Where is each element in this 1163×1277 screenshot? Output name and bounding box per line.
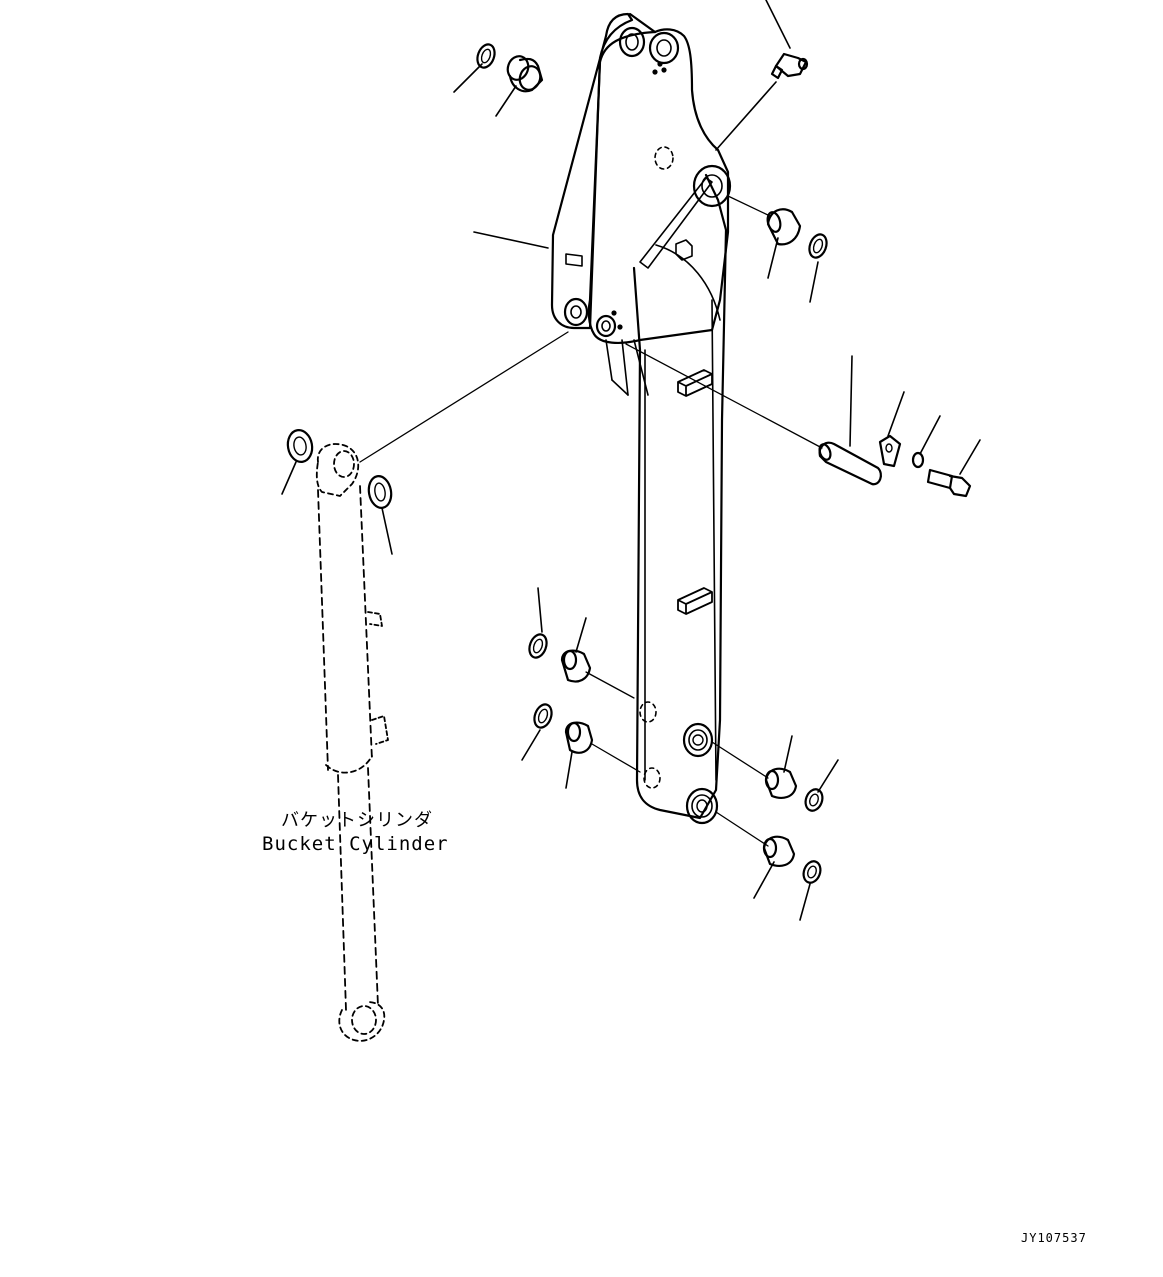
drawing-id: JY107537 — [1021, 1231, 1087, 1245]
arm-front-plate — [587, 28, 730, 345]
cylinder-rod-eye — [338, 1001, 386, 1042]
cylinder-head-eye — [315, 443, 360, 497]
lock-plate-icon — [878, 434, 902, 468]
bushing-icon — [766, 208, 802, 246]
arm-cylinder-boss-front — [595, 314, 617, 338]
arm-rear-plate — [550, 12, 634, 330]
arm-top-boss-front — [648, 31, 680, 65]
shim-ring-icon — [528, 633, 548, 659]
shim-ring-icon — [804, 788, 824, 812]
arm-body — [632, 173, 728, 820]
bushing-icon — [560, 649, 592, 683]
leader-lines — [281, 0, 981, 921]
washer-icon — [911, 451, 925, 469]
cylinder-rod — [337, 767, 379, 1011]
shim-ring-icon — [808, 233, 828, 259]
bucket-cylinder-label-jp: バケットシリンダ — [281, 810, 433, 831]
bolt-icon — [926, 468, 972, 498]
arm-bucket-link-boss — [682, 722, 714, 758]
shim-ring-icon — [367, 475, 393, 509]
shim-ring-icon — [533, 703, 553, 729]
shim-ring-icon — [802, 860, 822, 884]
arm-top-boss-rear — [618, 26, 646, 58]
arm-stopper-lower — [677, 587, 713, 615]
bushing-icon — [564, 721, 594, 754]
bucket-cylinder-label-en: Bucket Cylinder — [262, 833, 449, 855]
bucket-cylinder — [315, 443, 389, 1042]
shim-ring-icon — [286, 429, 314, 463]
pin-icon — [818, 441, 882, 486]
bushing-icon — [762, 835, 796, 867]
bushing-icon — [506, 55, 544, 93]
grease-fitting-icon — [770, 52, 809, 80]
parts — [286, 43, 972, 884]
cylinder-tube — [317, 485, 373, 771]
arm-cylinder-boss-rear — [563, 297, 589, 327]
shim-ring-icon — [476, 43, 496, 69]
bushing-icon — [764, 767, 798, 799]
arm-boom-pin-boss — [692, 164, 732, 208]
arm-bucket-pin-boss — [685, 787, 719, 825]
arm-stopper-upper — [677, 369, 713, 397]
arm-assembly — [550, 12, 732, 825]
